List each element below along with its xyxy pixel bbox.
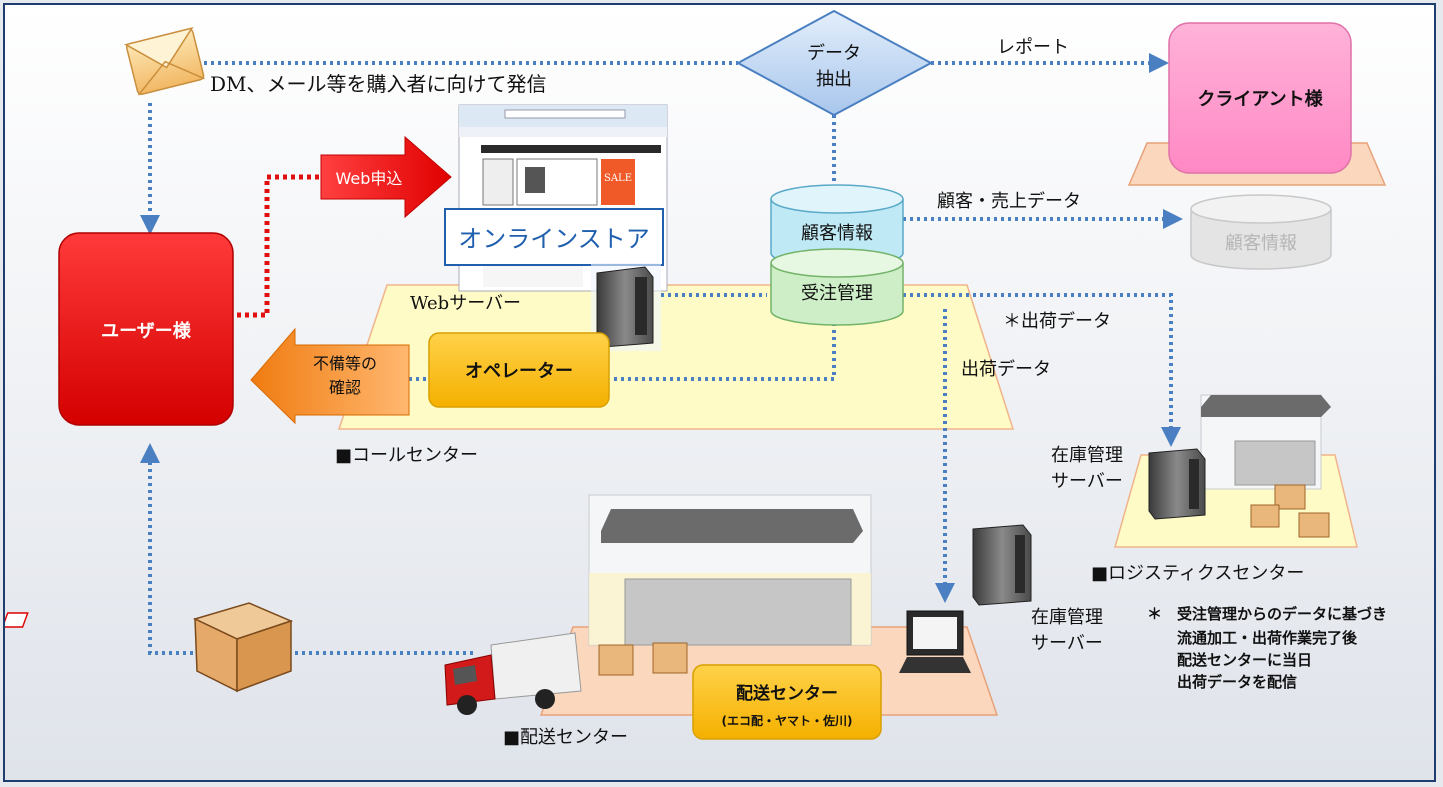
flow-diagram: DM、メール等を購入者に向けて発信 データ 抽出 レポート クライアント様 SA… xyxy=(5,9,1387,748)
laptop-icon xyxy=(899,610,971,673)
shipping-data-label: 出荷データ xyxy=(961,359,1051,380)
confirm-label-2: 確認 xyxy=(329,378,361,397)
store-sale-label: SALE xyxy=(604,173,632,184)
inventory-server-bottom-label-1: 在庫管理 xyxy=(1031,607,1103,628)
logistics-boxes-icon xyxy=(1250,484,1330,538)
customer-info-ghost-db xyxy=(1190,194,1332,270)
confirm-label-1: 不備等の xyxy=(313,354,377,373)
note-line-1: ＊ 受注管理からのデータに基づき xyxy=(1147,605,1387,623)
inventory-server-icon-bottom xyxy=(972,524,1032,606)
customer-info-label: 顧客情報 xyxy=(801,223,873,244)
web-server-icon xyxy=(591,263,661,351)
dm-label: DM、メール等を購入者に向けて発信 xyxy=(210,72,547,96)
note-line-4: 出荷データを配信 xyxy=(1177,673,1297,691)
user-label: ユーザー様 xyxy=(101,320,192,342)
report-label: レポート xyxy=(997,37,1069,58)
web-apply-arrow xyxy=(320,135,452,219)
note-line-2: 流通加工・出荷作業完了後 xyxy=(1177,629,1358,647)
data-extract-label-2: 抽出 xyxy=(816,69,852,90)
note-line-3: 配送センターに当日 xyxy=(1177,651,1312,669)
user-box xyxy=(58,232,234,426)
online-store-label-box xyxy=(444,208,664,266)
delivery-center-label: ■配送センター xyxy=(503,727,628,748)
delivery-center-box xyxy=(692,664,882,740)
delivery-center-box-label-2: (エコ配・ヤマト・佐川) xyxy=(722,713,853,728)
client-box xyxy=(1168,22,1352,174)
data-extract-diamond xyxy=(735,9,934,117)
customer-sales-data-label: 顧客・売上データ xyxy=(937,191,1081,212)
logistics-center-label: ■ロジスティクスセンター xyxy=(1091,563,1304,584)
call-center-label: ■コールセンター xyxy=(335,445,478,466)
client-label: クライアント様 xyxy=(1197,88,1323,110)
data-extract-label-1: データ xyxy=(807,43,861,64)
delivery-warehouse-icon xyxy=(588,494,872,646)
inventory-server-icon-top xyxy=(1148,448,1206,520)
logistics-warehouse-icon xyxy=(1200,394,1331,490)
shipping-data-star-label: ＊出荷データ xyxy=(1003,311,1111,332)
customer-info-db xyxy=(770,184,904,268)
envelope-icon xyxy=(123,27,205,96)
operator-label: オペレーター xyxy=(465,361,573,382)
web-server-label: Webサーバー xyxy=(410,293,521,314)
online-store-label: オンラインストア xyxy=(458,225,650,253)
delivery-boxes-icon xyxy=(598,642,688,676)
operator-box xyxy=(428,332,610,408)
delivery-center-box-label-1: 配送センター xyxy=(736,683,838,704)
customer-info-ghost-label: 顧客情報 xyxy=(1225,233,1297,254)
confirm-arrow xyxy=(250,327,410,425)
order-mgmt-db xyxy=(770,248,904,326)
parcel-box-icon xyxy=(5,602,294,693)
web-apply-label: Web申込 xyxy=(336,169,403,188)
inventory-server-top-label-2: サーバー xyxy=(1051,471,1123,492)
connectors xyxy=(140,53,1183,655)
diagram-frame: DM、メール等を購入者に向けて発信 データ 抽出 レポート クライアント様 SA… xyxy=(3,3,1436,782)
truck-icon xyxy=(444,632,582,715)
web-apply-connector xyxy=(237,174,321,318)
inventory-server-top-label-1: 在庫管理 xyxy=(1051,445,1123,466)
order-mgmt-label: 受注管理 xyxy=(801,283,873,304)
inventory-server-bottom-label-2: サーバー xyxy=(1031,633,1103,654)
